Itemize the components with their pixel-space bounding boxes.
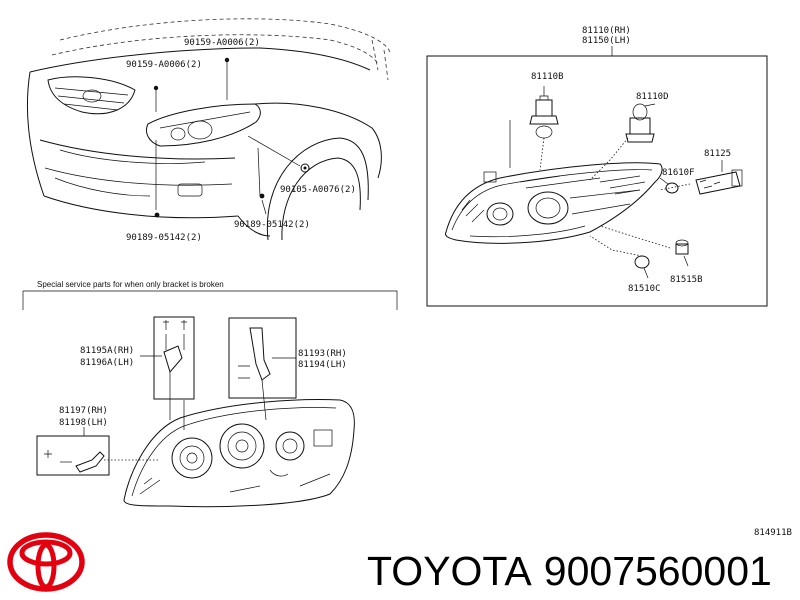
label-90105: 90105-A0076(2) (280, 185, 356, 195)
brand-name: TOYOTA (367, 548, 532, 594)
label-81197: 81197(RH) (59, 406, 108, 416)
label-81110b: 81110B (531, 72, 564, 82)
label-81110-rh: 81110(RH) (582, 26, 631, 36)
label-81610f: 81610F (662, 168, 695, 178)
label-81515b: 81515B (670, 275, 703, 285)
service-parts-bracket (22, 290, 398, 310)
headlamp-assembly-illustration (445, 86, 743, 279)
bracket-81195a-illustration (163, 320, 187, 430)
vehicle-front-illustration (26, 18, 391, 241)
bracket-81197-illustration (44, 450, 160, 473)
label-90159-top: 90159-A0006(2) (184, 38, 260, 48)
service-parts-note: Special service parts for when only brac… (37, 280, 224, 289)
label-81110d: 81110D (636, 92, 669, 102)
label-90189-left: 90189-05142(2) (126, 233, 202, 243)
headlamp-rear-illustration (123, 399, 355, 508)
label-90159-left: 90159-A0006(2) (126, 60, 202, 70)
label-81125: 81125 (704, 149, 731, 159)
headlamp-assembly-box (426, 55, 768, 307)
label-81196a: 81196A(LH) (80, 358, 134, 368)
label-81510c: 81510C (628, 284, 661, 294)
label-81195a: 81195A(RH) (80, 346, 134, 356)
diagram-code: 814911B (754, 528, 792, 538)
bracket-81193-illustration (238, 327, 271, 421)
bracket-box-81197 (36, 435, 110, 476)
label-81198: 81198(LH) (59, 418, 108, 428)
bracket-box-81195a (153, 316, 195, 400)
label-81150-lh: 81150(LH) (582, 36, 631, 46)
label-81194: 81194(LH) (298, 360, 347, 370)
label-81193: 81193(RH) (298, 349, 347, 359)
part-number: 9007560001 (543, 548, 772, 594)
label-90189-mid: 90189-05142(2) (234, 220, 310, 230)
toyota-logo-icon (7, 532, 85, 592)
